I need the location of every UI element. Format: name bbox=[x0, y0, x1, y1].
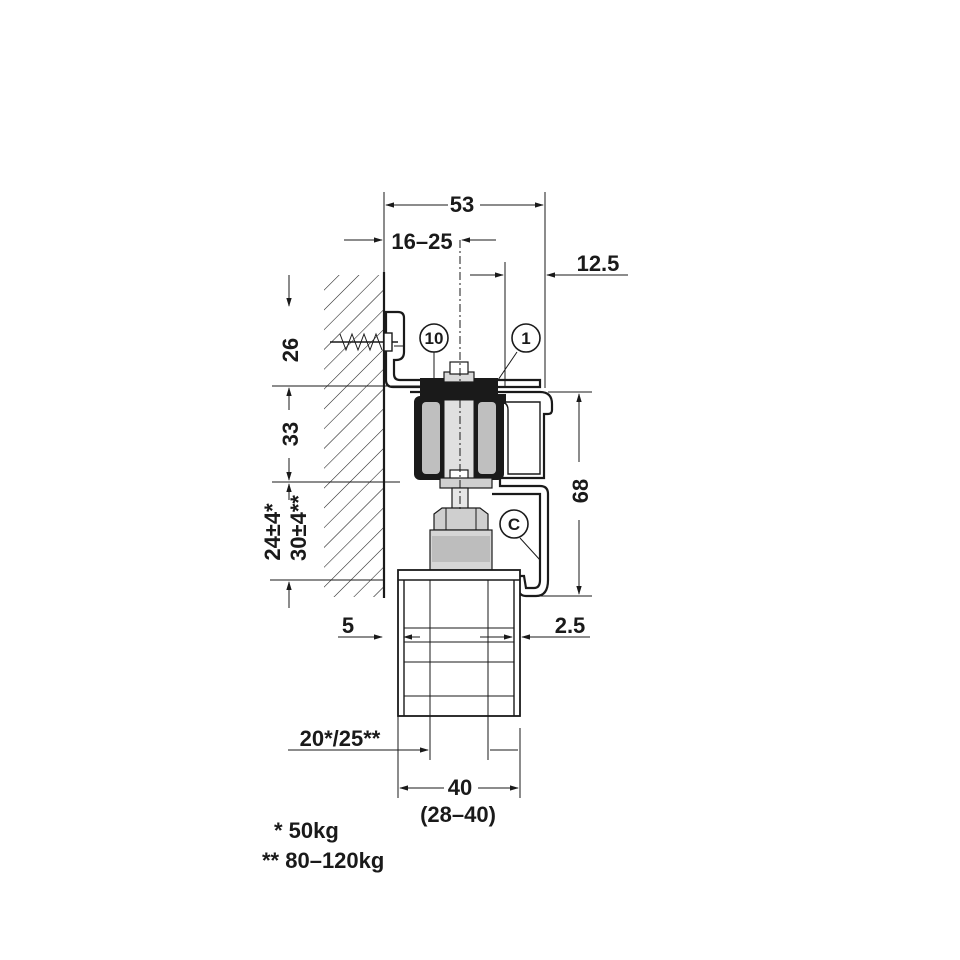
callout-10: 10 bbox=[425, 329, 444, 348]
dim-30-4: 30±4** bbox=[286, 495, 311, 561]
callouts: 10 1 C bbox=[419, 323, 541, 561]
dim-33: 33 bbox=[278, 422, 303, 446]
dim-28-40: (28–40) bbox=[420, 802, 496, 827]
load-notes: * 50kg ** 80–120kg bbox=[262, 818, 384, 873]
fixing-screw bbox=[330, 332, 398, 352]
dim-26: 26 bbox=[278, 338, 303, 362]
wall bbox=[324, 272, 386, 598]
dim-53: 53 bbox=[450, 192, 474, 217]
callout-c: C bbox=[508, 515, 520, 534]
dim-16-25: 16–25 bbox=[391, 229, 452, 254]
dimension-lines bbox=[270, 192, 628, 798]
dim-2-5: 2.5 bbox=[555, 613, 586, 638]
dim-40: 40 bbox=[448, 775, 472, 800]
dim-68: 68 bbox=[568, 479, 593, 503]
note-50kg: * 50kg bbox=[274, 818, 339, 843]
dim-24-4: 24±4* bbox=[260, 503, 285, 561]
door-panel bbox=[397, 569, 521, 717]
roller-carriage bbox=[414, 240, 504, 571]
callout-1-circle bbox=[511, 323, 541, 353]
dimension-labels: 53 16–25 12.5 26 33 24±4* 30±4** 68 5 2.… bbox=[260, 192, 619, 827]
dim-12-5: 12.5 bbox=[577, 251, 620, 276]
dim-20-25: 20*/25** bbox=[300, 726, 381, 751]
wall-bracket bbox=[384, 310, 542, 389]
note-80-120kg: ** 80–120kg bbox=[262, 848, 384, 873]
callout-c-circle bbox=[499, 509, 529, 539]
callout-10-circle bbox=[419, 323, 449, 353]
callout-1: 1 bbox=[521, 329, 530, 348]
dim-5: 5 bbox=[342, 613, 354, 638]
